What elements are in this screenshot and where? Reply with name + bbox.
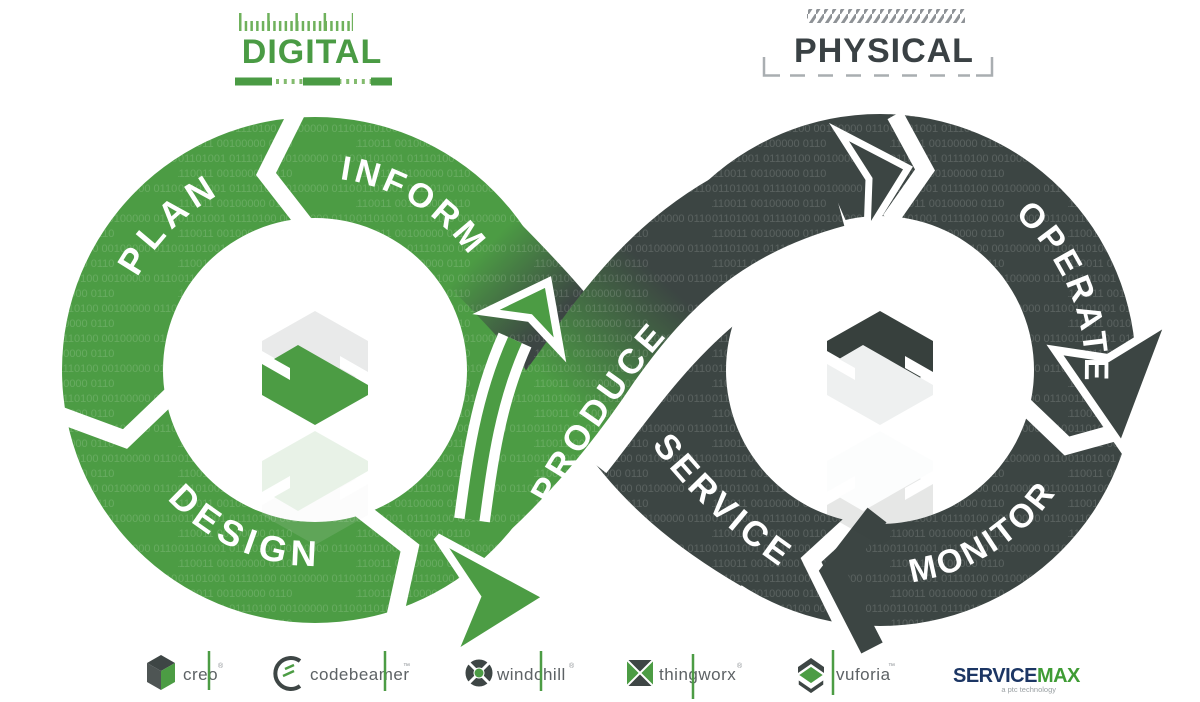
codebeamer-label: codebeamer: [310, 665, 410, 684]
digital-header: DIGITAL: [235, 13, 392, 86]
digital-header-label: DIGITAL: [242, 33, 382, 71]
flow-arrows: [57, 108, 1178, 668]
servicemax-logo: SERVICEMAX a ptc technology: [953, 665, 1082, 694]
codebeamer-icon: [282, 663, 295, 678]
ptc-logo-physical-icon: [827, 311, 933, 425]
thingworx-icon: [640, 660, 653, 686]
branch-arrowhead-icon: [472, 276, 567, 363]
windchill-label: windchill: [496, 665, 566, 684]
physical-bracket-right: [976, 57, 994, 77]
thingworx-trademark: ®: [737, 662, 743, 670]
digital-bottom-arrow-gap-icon: [354, 502, 420, 618]
thingworx-logo: thingworx ®: [626, 654, 743, 699]
physical-bracket-left: [762, 57, 780, 77]
physical-header-label: PHYSICAL: [794, 32, 974, 70]
codebeamer-logo: codebeamer ™: [273, 651, 410, 691]
produce-arrowhead-icon: [828, 122, 913, 248]
creo-cube-icon: [161, 663, 175, 690]
branch-arrow-stem: [464, 336, 522, 521]
physical-top-arrow-gap-icon: [883, 110, 935, 225]
windchill-icon: [465, 659, 493, 687]
digital-top-arrow-gap-icon: [255, 108, 312, 230]
vuforia-icon: [798, 658, 824, 673]
creo-logo: creo ®: [147, 651, 224, 690]
thingworx-icon: [627, 660, 653, 673]
vuforia-icon: [796, 665, 826, 685]
physical-bottom-arrow-gap-icon: [800, 508, 866, 631]
windchill-trademark: ®: [569, 662, 575, 670]
windchill-icon: [474, 668, 484, 678]
digital-left-arrow-gap-icon: [57, 388, 177, 449]
produce-entry-arrowhead-icon: [433, 533, 556, 668]
windchill-logo: windchill ®: [465, 651, 575, 691]
creo-label: creo: [183, 665, 218, 684]
thingworx-icon: [627, 673, 653, 686]
physical-hatch-bar: [807, 9, 965, 23]
servicemax-max-text: MAX: [1037, 665, 1081, 687]
vuforia-trademark: ™: [888, 663, 895, 670]
creo-cube-icon: [147, 663, 161, 690]
vuforia-label: vuforia: [836, 665, 891, 684]
vuforia-logo: vuforia ™: [796, 650, 895, 695]
codebeamer-icon: [273, 656, 302, 691]
thingworx-icon: [626, 659, 654, 687]
thingworx-icon: [627, 660, 640, 686]
physical-header: PHYSICAL: [762, 9, 994, 77]
thingworx-label: thingworx: [659, 665, 736, 684]
servicemax-tagline: a ptc technology: [1001, 685, 1056, 694]
servicemax-label: SERVICEMAX: [953, 665, 1081, 687]
servicemax-service-text: SERVICE: [953, 665, 1037, 687]
creo-trademark: ®: [218, 662, 224, 670]
codebeamer-trademark: ™: [403, 663, 410, 670]
vuforia-icon: [797, 677, 825, 695]
ptc-logo-digital-icon: [262, 311, 368, 425]
operate-arrowhead-icon: [1046, 310, 1178, 456]
product-logos-row: creo ® codebeamer ™ windchill ® thingwor: [147, 650, 1082, 699]
